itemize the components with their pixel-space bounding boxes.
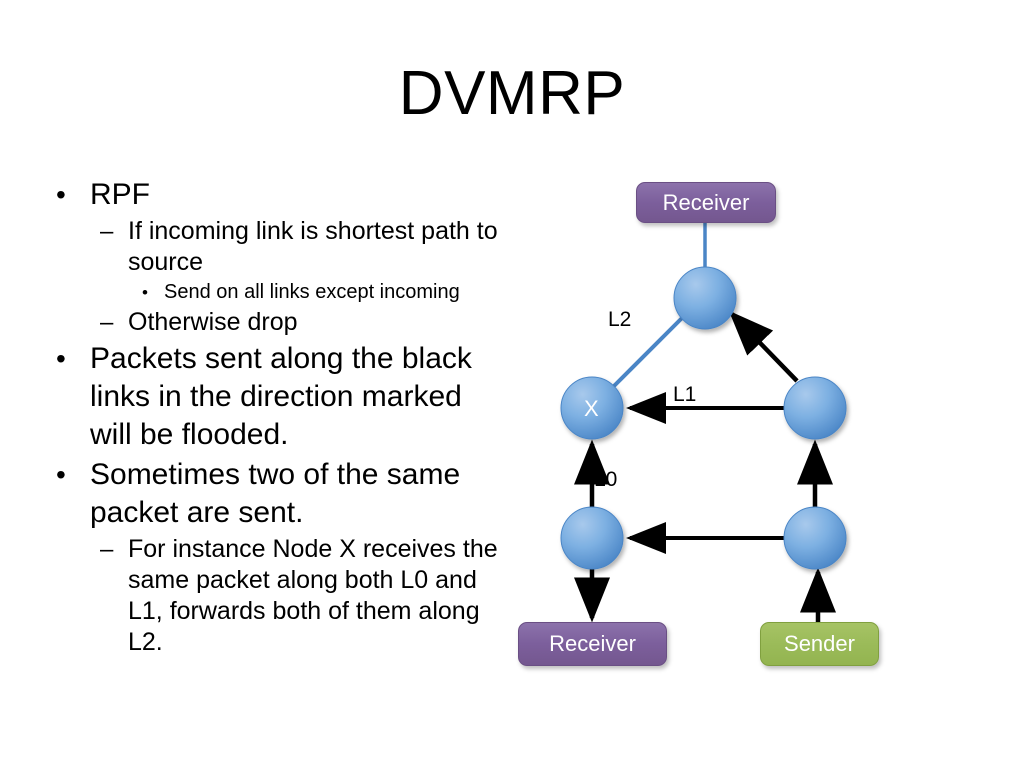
- edge-node-top-to-node-x: [612, 315, 685, 388]
- node-bottom-right[interactable]: [783, 506, 847, 570]
- link-label-l0: L0: [594, 468, 618, 491]
- list-item: • Packets sent along the black links in …: [56, 340, 508, 454]
- box-receiver-bottom[interactable]: Receiver: [518, 622, 667, 666]
- bullet-marker: –: [100, 218, 114, 245]
- bullet-list: • RPF – If incoming link is shortest pat…: [56, 176, 508, 659]
- edge-node-right-mid-to-node-top: [728, 310, 799, 383]
- list-item: • Send on all links except incoming: [142, 279, 508, 306]
- box-sender[interactable]: Sender: [760, 622, 879, 666]
- page-title: DVMRP: [398, 59, 626, 128]
- bullet-marker: –: [100, 536, 114, 563]
- node-right-mid[interactable]: [783, 376, 847, 440]
- bullet-marker: –: [100, 309, 114, 336]
- bullet-text: Send on all links except incoming: [164, 281, 460, 303]
- bullet-marker: •: [142, 283, 148, 302]
- list-item: – Otherwise drop: [100, 307, 508, 339]
- list-item: – If incoming link is shortest path to s…: [100, 216, 508, 278]
- bullet-marker: •: [56, 179, 66, 210]
- bullet-marker: •: [56, 459, 66, 490]
- bullet-text: Packets sent along the black links in th…: [90, 342, 472, 451]
- box-receiver-top[interactable]: Receiver: [636, 182, 776, 223]
- box-receiver-bottom-label: Receiver: [549, 631, 636, 656]
- list-item: – For instance Node X receives the same …: [100, 534, 508, 658]
- bullet-text: For instance Node X receives the same pa…: [128, 535, 498, 656]
- box-sender-label: Sender: [784, 631, 855, 656]
- link-label-l1: L1: [673, 383, 697, 406]
- box-receiver-top-label: Receiver: [662, 189, 750, 215]
- node-bottom-left[interactable]: [560, 506, 624, 570]
- bullet-text: Otherwise drop: [128, 308, 298, 336]
- bullet-text: Sometimes two of the same packet are sen…: [90, 458, 461, 529]
- list-item: • Sometimes two of the same packet are s…: [56, 456, 508, 532]
- bullet-text: RPF: [90, 178, 150, 211]
- bullet-marker: •: [56, 343, 66, 374]
- link-label-l2: L2: [608, 308, 632, 331]
- node-top[interactable]: [673, 266, 737, 330]
- node-x-label: X: [584, 396, 599, 421]
- bullet-text: If incoming link is shortest path to sou…: [128, 217, 498, 276]
- node-x[interactable]: [560, 376, 624, 440]
- list-item: • RPF: [56, 176, 508, 214]
